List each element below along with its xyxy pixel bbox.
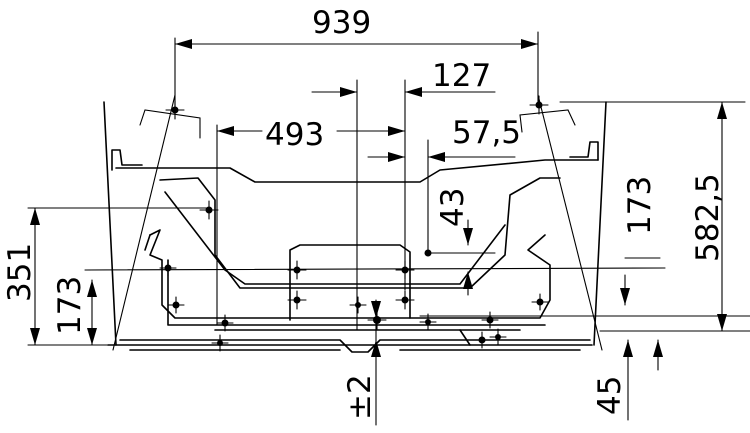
dimension-lines xyxy=(27,31,750,426)
body-outline xyxy=(103,101,607,353)
datum-lines xyxy=(112,94,603,351)
dim-127: 127 xyxy=(432,58,491,94)
dim-173-right: 173 xyxy=(622,176,658,235)
dim-43: 43 xyxy=(435,188,471,227)
dim-582-5: 582,5 xyxy=(690,173,726,262)
dim-45: 45 xyxy=(592,376,628,415)
dim-493: 493 xyxy=(265,117,324,153)
inner-frame xyxy=(144,177,561,346)
dim-tolerance: ±2 xyxy=(342,374,378,420)
dim-351: 351 xyxy=(2,243,38,302)
dim-939: 939 xyxy=(312,5,371,41)
reference-marks xyxy=(159,95,549,352)
dim-57-5: 57,5 xyxy=(452,115,521,151)
dim-173-left: 173 xyxy=(52,276,88,335)
